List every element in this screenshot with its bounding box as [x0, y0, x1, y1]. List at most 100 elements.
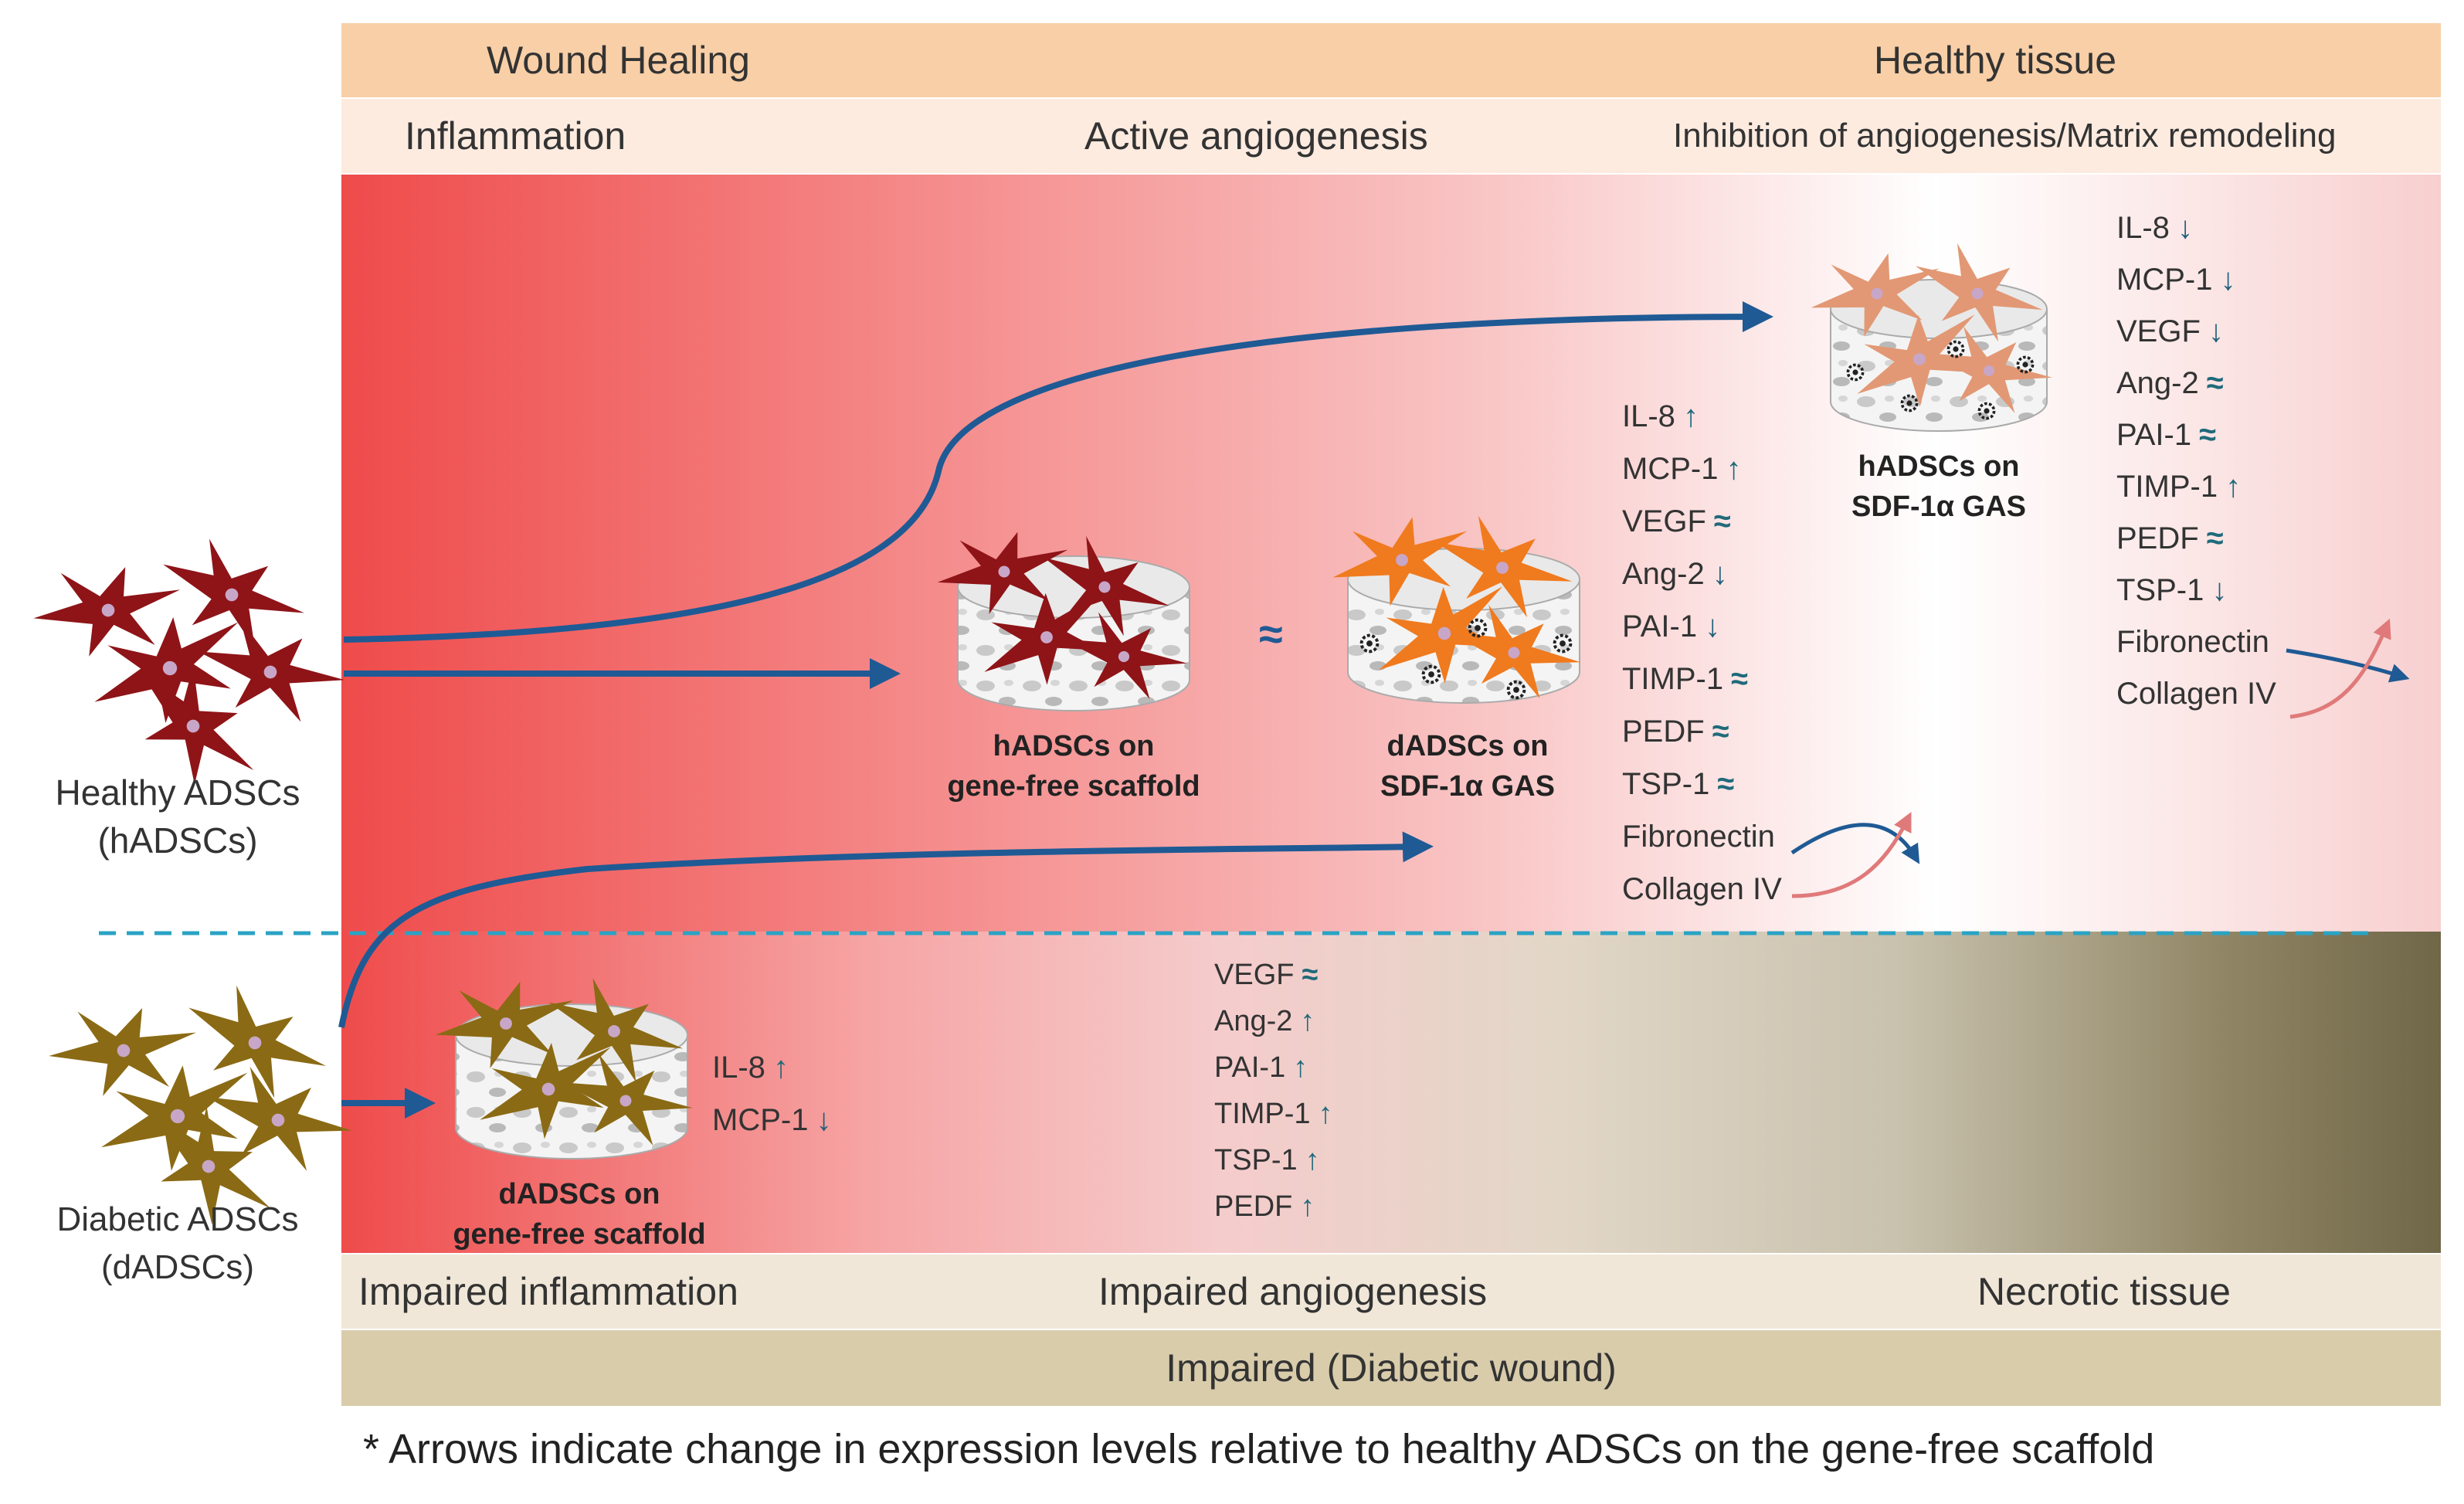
caption-h-sdf-line2: SDF-1α GAS: [1851, 491, 2027, 523]
caption-d-gene-free: dADSCs on gene-free scaffold: [417, 1174, 742, 1254]
diabetic-healing-panel: [341, 932, 2441, 1253]
marker-row: TIMP-1≈: [1622, 653, 1782, 705]
diabetic-wound-title: Impaired (Diabetic wound): [1166, 1346, 1617, 1390]
wound-healing-title: Wound Healing: [487, 39, 750, 82]
fibronectin-curve-d-sdf: [1790, 823, 1920, 864]
marker-name: VEGF: [2116, 314, 2201, 348]
expression-down-icon: ↓: [2211, 573, 2228, 607]
expression-up-icon: ↑: [772, 1051, 789, 1085]
marker-name: Ang-2: [1622, 557, 1705, 591]
marker-row: Collagen IV: [2116, 668, 2276, 720]
marker-name: Ang-2: [2116, 366, 2199, 400]
marker-row: MCP-1↑: [1622, 443, 1782, 495]
expression-up-icon: ↑: [1726, 452, 1742, 486]
marker-name: Fibronectin: [1622, 820, 1775, 854]
expression-same-icon: ≈: [1717, 767, 1735, 801]
marker-row: Fibronectin: [2116, 616, 2276, 668]
fibronectin-curve-h-sdf: [2286, 648, 2410, 683]
marker-name: IL-8: [1622, 399, 1675, 433]
caption-h-sdf-line1: hADSCs on: [1858, 450, 2020, 483]
arrow-diabetic-to-d-sdf: [338, 831, 1434, 1028]
expression-same-icon: ≈: [2206, 521, 2224, 555]
marker-row: Collagen IV: [1622, 863, 1782, 915]
marker-name: IL-8: [2116, 211, 2170, 245]
expression-up-icon: ↑: [1305, 1144, 1320, 1176]
marker-row: Ang-2↑: [1214, 998, 1333, 1044]
expression-up-icon: ↑: [1318, 1098, 1333, 1130]
diabetic-adscs-label-line1: Diabetic ADSCs: [56, 1200, 299, 1238]
marker-name: PAI-1: [1214, 1051, 1286, 1084]
expression-same-icon: ≈: [1731, 662, 1749, 696]
healthy-adscs-label-line2: (hADSCs): [97, 820, 258, 861]
stage-active-angiogenesis: Active angiogenesis: [1084, 114, 1428, 158]
expression-up-icon: ↑: [1300, 1005, 1315, 1037]
expression-down-icon: ↓: [816, 1103, 832, 1137]
marker-name: TSP-1: [1622, 767, 1710, 801]
marker-row: VEGF≈: [1214, 952, 1333, 998]
markers-d-sdf-list: IL-8↑ MCP-1↑ VEGF≈ Ang-2↓ PAI-1↓ TIMP-1≈…: [1622, 390, 1782, 915]
expression-up-icon: ↑: [1293, 1051, 1308, 1084]
stage-impaired-angiogenesis: Impaired angiogenesis: [1098, 1270, 1488, 1313]
healing-stage-band: Inflammation Active angiogenesis Inhibit…: [341, 99, 2441, 173]
marker-name: TIMP-1: [2116, 470, 2218, 504]
marker-row: IL-8↑: [1622, 390, 1782, 443]
expression-same-icon: ≈: [2206, 366, 2224, 400]
expression-up-icon: ↑: [1682, 399, 1699, 433]
markers-d-gene-free-list: IL-8↑ MCP-1↓: [712, 1041, 831, 1146]
caption-h-gene-free-line1: hADSCs on: [993, 730, 1155, 762]
marker-row: PAI-1≈: [2116, 409, 2276, 461]
caption-d-gene-free-line1: dADSCs on: [498, 1178, 660, 1210]
marker-row: TIMP-1↑: [2116, 461, 2276, 513]
expression-same-icon: ≈: [1713, 504, 1731, 538]
marker-name: VEGF: [1214, 959, 1295, 991]
scaffold-d-gene-free: [426, 962, 700, 1165]
marker-name: PAI-1: [2116, 418, 2192, 452]
marker-row: TSP-1↓: [2116, 565, 2276, 616]
scaffold-h-sdf: [1800, 233, 2058, 434]
expression-down-icon: ↓: [2220, 263, 2236, 297]
expression-down-icon: ↓: [2177, 211, 2193, 245]
marker-row: VEGF≈: [1622, 495, 1782, 548]
marker-row: IL-8↑: [712, 1041, 831, 1094]
marker-name: IL-8: [712, 1051, 765, 1085]
marker-row: IL-8↓: [2116, 202, 2276, 254]
collagen-curve-h-sdf: [2289, 618, 2391, 719]
stage-impaired-inflammation: Impaired inflammation: [358, 1270, 738, 1313]
approx-between-scaffolds: ≈: [1259, 609, 1283, 658]
stage-inhibition-remodeling: Inhibition of angiogenesis/Matrix remode…: [1673, 117, 2337, 154]
marker-row: VEGF↓: [2116, 306, 2276, 358]
marker-name: TSP-1: [2116, 573, 2204, 607]
flow-arrows: [338, 301, 1773, 1119]
marker-row: MCP-1↓: [2116, 254, 2276, 306]
diabetic-adscs-label-line2: (dADSCs): [100, 1248, 255, 1286]
marker-row: PEDF↑: [1214, 1183, 1333, 1230]
collagen-curve-d-sdf: [1791, 812, 1912, 898]
expression-down-icon: ↓: [1712, 557, 1728, 591]
expression-up-icon: ↑: [2225, 470, 2242, 504]
impaired-stage-band: Impaired inflammation Impaired angiogene…: [341, 1254, 2441, 1329]
stage-inflammation: Inflammation: [405, 114, 626, 158]
marker-name: Fibronectin: [2116, 625, 2269, 659]
marker-row: PEDF≈: [1622, 705, 1782, 758]
marker-name: TIMP-1: [1622, 662, 1724, 696]
caption-d-sdf-line1: dADSCs on: [1386, 730, 1549, 762]
markers-h-sdf-list: IL-8↓ MCP-1↓ VEGF↓ Ang-2≈ PAI-1≈ TIMP-1↑…: [2116, 202, 2276, 720]
caption-d-sdf: dADSCs on SDF-1α GAS: [1321, 726, 1614, 806]
expression-same-icon: ≈: [1712, 715, 1729, 749]
marker-name: TSP-1: [1214, 1144, 1298, 1176]
marker-row: PEDF≈: [2116, 513, 2276, 565]
marker-name: Ang-2: [1214, 1005, 1293, 1037]
marker-name: VEGF: [1622, 504, 1706, 538]
marker-row: Ang-2≈: [2116, 358, 2276, 409]
marker-row: TSP-1↑: [1214, 1137, 1333, 1183]
marker-name: MCP-1: [712, 1103, 809, 1137]
marker-name: PAI-1: [1622, 609, 1698, 643]
marker-name: TIMP-1: [1214, 1098, 1311, 1130]
diabetic-adscs-label: Diabetic ADSCs (dADSCs): [31, 1196, 324, 1292]
caption-h-sdf: hADSCs on SDF-1α GAS: [1800, 446, 2078, 527]
healthy-adscs-cells: [25, 528, 352, 808]
stage-necrotic-tissue: Necrotic tissue: [1977, 1270, 2231, 1313]
marker-name: PEDF: [1622, 715, 1705, 749]
marker-row: TSP-1≈: [1622, 758, 1782, 810]
